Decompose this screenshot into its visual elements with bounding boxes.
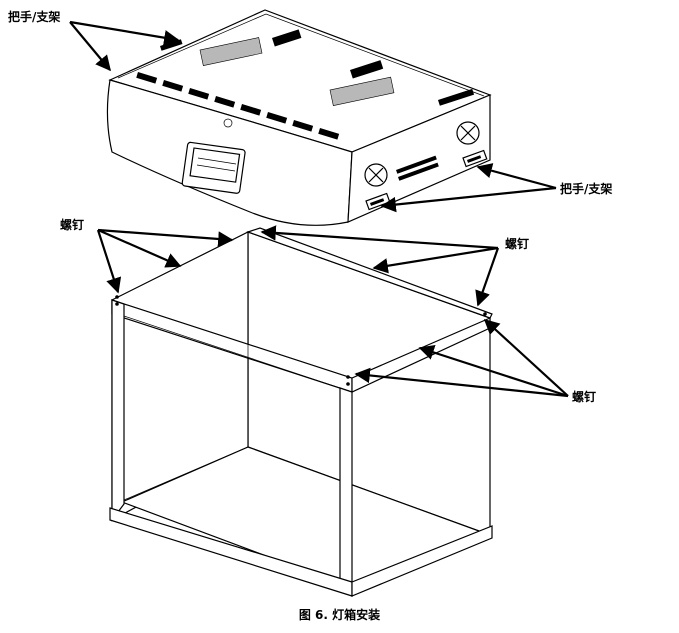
label-handle-bracket-top: 把手/支架 — [8, 10, 61, 24]
handle-bracket-right — [462, 149, 488, 168]
housing-side-face — [347, 94, 491, 223]
fan-icon — [456, 121, 480, 145]
label-screw-bottom-right: 螺钉 — [572, 390, 597, 404]
figure-caption: 图 6. 灯箱安装 — [298, 608, 381, 622]
callout-arrows — [69, 20, 569, 398]
light-box-housing — [106, 9, 492, 226]
label-handle-bracket-right: 把手/支架 — [560, 182, 613, 196]
logo-icon — [223, 118, 233, 128]
fan-icon — [364, 163, 388, 187]
control-panel — [181, 141, 246, 194]
cabinet-right-post — [339, 387, 353, 593]
housing-side-vents — [395, 155, 439, 181]
cabinet-left-post — [111, 299, 125, 522]
booth-cabinet — [109, 227, 493, 597]
label-screw-top-right: 螺钉 — [505, 237, 530, 251]
label-screw-left: 螺钉 — [60, 218, 85, 232]
housing-front-vents — [136, 72, 340, 140]
